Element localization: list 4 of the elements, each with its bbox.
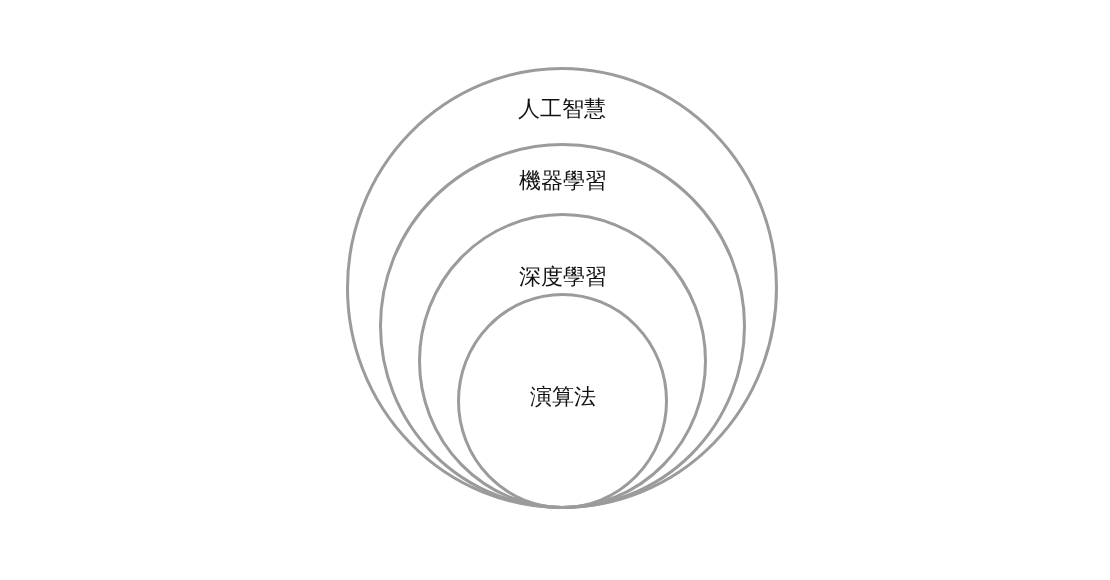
- circle-label: 演算法: [529, 384, 596, 410]
- circle-label: 人工智慧: [518, 96, 606, 122]
- circle-label: 深度學習: [518, 264, 607, 290]
- circle-label: 機器學習: [518, 168, 607, 194]
